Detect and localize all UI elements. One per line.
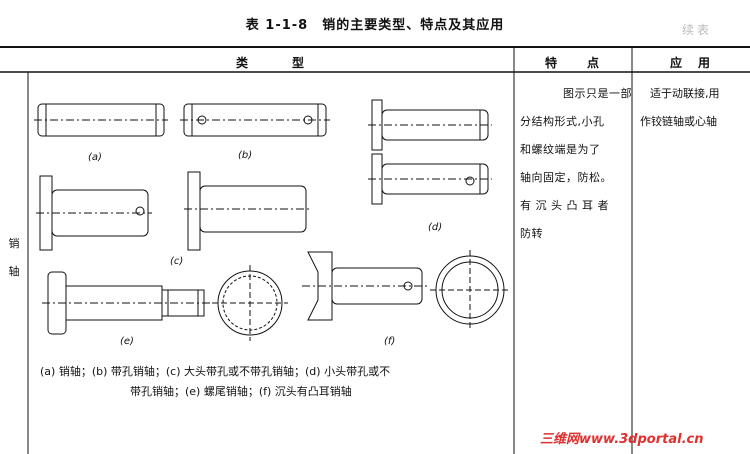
application-cell: 适于动联接,用 作铰链轴或心轴 xyxy=(640,80,745,136)
watermark: 三维网www.3dportal.cn xyxy=(540,432,704,447)
application-line: 适于动联接,用 xyxy=(650,87,720,100)
header-feature: 特 点 xyxy=(544,56,601,70)
row-label-char: 轴 xyxy=(8,265,20,278)
figure-label-c: (c) xyxy=(170,256,184,267)
figure-label-e: (e) xyxy=(120,336,134,347)
header-type: 类 型 xyxy=(235,56,306,70)
pin-d-drawing xyxy=(368,99,492,205)
row-label: 销 轴 xyxy=(7,230,21,286)
feature-line: 和螺纹端是为了 xyxy=(520,143,601,156)
feature-line: 有 沉 头 凸 耳 者 xyxy=(520,199,609,212)
row-label-char: 销 xyxy=(8,237,20,250)
figure-label-b: (b) xyxy=(238,150,253,161)
pin-e-drawing xyxy=(42,265,288,341)
pin-f-drawing xyxy=(302,250,510,330)
table-title: 表 1-1-8 销的主要类型、特点及其应用 xyxy=(245,18,505,33)
header-application: 应 用 xyxy=(669,56,712,70)
pin-c-drawing xyxy=(36,171,310,251)
feature-line: 图示只是一部 xyxy=(563,87,632,100)
feature-line: 防转 xyxy=(520,227,543,240)
features-cell: 图示只是一部 分结构形式,小孔 和螺纹端是为了 轴向固定，防松。 有 沉 头 凸… xyxy=(520,80,632,248)
caption-line: (a) 销轴；(b) 带孔销轴；(c) 大头带孔或不带孔销轴；(d) 小头带孔或… xyxy=(40,365,391,378)
application-line: 作铰链轴或心轴 xyxy=(640,115,717,128)
feature-line: 轴向固定，防松。 xyxy=(520,171,612,184)
figure-label-f: (f) xyxy=(384,336,396,347)
figure-label-a: (a) xyxy=(88,152,102,163)
continued-label: 续表 xyxy=(682,23,713,37)
pin-b-drawing xyxy=(180,103,330,137)
figure-caption: (a) 销轴；(b) 带孔销轴；(c) 大头带孔或不带孔销轴；(d) 小头带孔或… xyxy=(40,362,510,402)
caption-line: 带孔销轴；(e) 螺尾销轴；(f) 沉头有凸耳销轴 xyxy=(130,385,352,398)
figure-label-d: (d) xyxy=(428,222,443,233)
feature-line: 分结构形式,小孔 xyxy=(520,115,605,128)
pin-a-drawing xyxy=(34,103,168,137)
